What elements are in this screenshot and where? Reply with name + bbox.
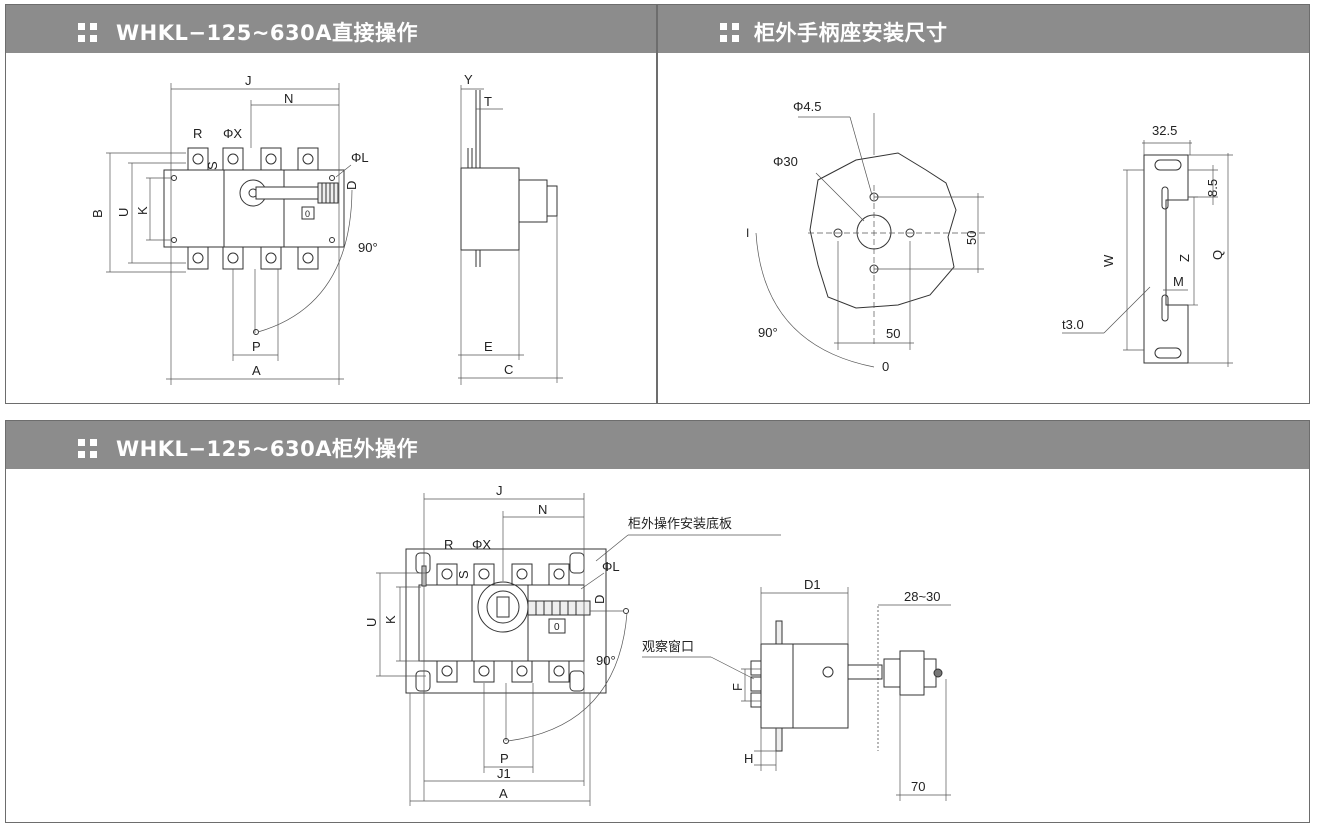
dimension-label-j1: J1: [497, 766, 511, 781]
dimension-label-m: M: [1173, 274, 1184, 289]
dimension-label-b: B: [90, 209, 105, 218]
dimension-label-q: Q: [1210, 250, 1225, 260]
dimension-label-phil: ΦL: [602, 559, 620, 574]
handle-seat-drawing: Φ4.5 Φ30 50 50 I 90° 0 32.5 8.5 W Z: [746, 99, 1233, 374]
dimension-label-t: T: [484, 94, 492, 109]
dimension-label-phil: ΦL: [351, 150, 369, 165]
dimension-label-h: H: [744, 751, 753, 766]
dimension-label-view_window: 观察窗口: [642, 639, 694, 654]
left-mark: I: [746, 226, 749, 240]
dimension-label-zero_mark: 0: [554, 622, 560, 633]
dimension-label-s: S: [205, 161, 220, 170]
dimension-label-deg90: 90°: [358, 240, 378, 255]
panel-header: WHKL−125~630A柜外操作: [6, 421, 1309, 469]
dimension-label-zero_mark: 0: [305, 209, 310, 219]
switch-body: [163, 169, 345, 248]
panel-title: WHKL−125~630A柜外操作: [116, 437, 419, 461]
top-terminals: [187, 147, 319, 171]
dimension-label-j: J: [496, 483, 503, 498]
dimension-label-range2830: 28~30: [904, 589, 941, 604]
dimension-label-mount_plate: 柜外操作安装底板: [628, 516, 732, 531]
dimension-label-k: K: [135, 206, 150, 215]
panel-title: 柜外手柄座安装尺寸: [754, 21, 948, 45]
dimension-label-e: E: [484, 339, 493, 354]
dimension-label-phi30: Φ30: [773, 154, 798, 169]
panel-direct-operation: WHKL−125~630A直接操作 0: [5, 4, 657, 404]
dimension-label-j: J: [245, 73, 252, 88]
dimension-label-p: P: [500, 751, 509, 766]
dimension-label-zero: 0: [882, 359, 889, 374]
external-side-view: [750, 606, 943, 752]
dimension-label-t30: t3.0: [1062, 317, 1084, 332]
dimension-label-d: D: [592, 595, 607, 604]
dimension-label-seventy: 70: [911, 779, 925, 794]
dimension-label-phix: ΦX: [472, 537, 491, 552]
dimension-label-r: R: [444, 537, 453, 552]
dimension-label-p: P: [252, 339, 261, 354]
dimension-label-fifty_v: 50: [964, 231, 979, 245]
dimension-label-d325: 32.5: [1152, 123, 1177, 138]
panel-header: 柜外手柄座安装尺寸: [658, 5, 1309, 53]
external-operation-drawing: 0 J N R ΦX S ΦL D U K P 90° J1 A 柜外操作安装底…: [364, 483, 951, 806]
dimension-label-u: U: [116, 208, 131, 217]
dimension-label-w: W: [1101, 254, 1116, 267]
dimension-label-d: D: [344, 181, 359, 190]
dimension-label-d1: D1: [804, 577, 821, 592]
dimension-label-y: Y: [464, 72, 473, 87]
indicator-window: [301, 206, 315, 220]
side-view: [460, 90, 558, 267]
dimension-label-phix: ΦX: [223, 126, 242, 141]
dimension-label-deg90: 90°: [596, 653, 616, 668]
dimension-label-d85: 8.5: [1205, 179, 1220, 197]
dimension-label-phi45: Φ4.5: [793, 99, 821, 114]
dimension-label-n: N: [284, 91, 293, 106]
direct-operation-drawing: 0 J N R ΦX ΦL S D B U K P 90° A: [90, 72, 563, 385]
dimension-label-c: C: [504, 362, 513, 377]
dimension-label-n: N: [538, 502, 547, 517]
dimension-label-u: U: [364, 618, 379, 627]
dimension-label-r: R: [193, 126, 202, 141]
panel-title: WHKL−125~630A直接操作: [116, 21, 419, 45]
dimension-label-a: A: [499, 786, 508, 801]
panel-header: WHKL−125~630A直接操作: [6, 5, 656, 53]
indicator-window: [548, 618, 566, 634]
bottom-terminals: [187, 246, 319, 270]
mount-plate: [405, 548, 607, 694]
dimension-label-s: S: [456, 570, 471, 579]
dimension-label-f: F: [730, 683, 745, 691]
dimension-label-fifty_h: 50: [886, 326, 900, 341]
handle-seat-outline: [809, 152, 957, 309]
dimension-label-z: Z: [1177, 254, 1192, 262]
dimension-label-k: K: [383, 615, 398, 624]
dimension-label-a: A: [252, 363, 261, 378]
panel-external-operation: WHKL−125~630A柜外操作 0 J N R ΦX: [5, 420, 1310, 823]
panel-handle-seat: 柜外手柄座安装尺寸 Φ4.5 Φ30 50 50 I 90° 0: [657, 4, 1310, 404]
dimension-label-deg90: 90°: [758, 325, 778, 340]
